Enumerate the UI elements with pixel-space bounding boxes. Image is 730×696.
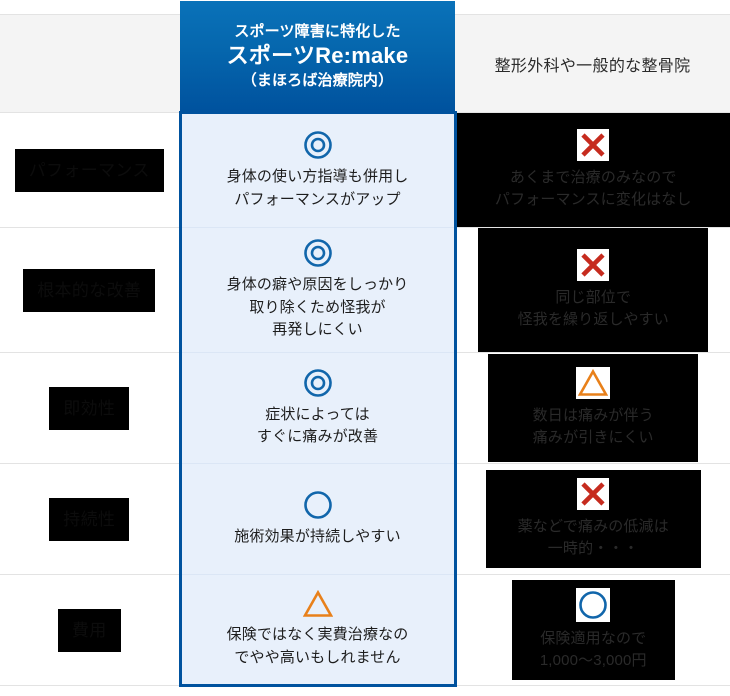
cell-text-line: でやや高いもしれません: [234, 648, 401, 666]
row-label-cell: 即効性: [0, 352, 180, 464]
cell-text: 数日は痛みが伴う痛みが引きにくい: [533, 405, 654, 450]
feature-cell: 身体の使い方指導も併用しパフォーマンスがアップ: [178, 111, 457, 228]
header-cell-other: 整形外科や一般的な整骨院: [455, 14, 730, 113]
double-circle-icon: [303, 238, 333, 268]
cell-text-line: パフォーマンスがアップ: [234, 190, 401, 208]
cell-text-line: あくまで治療のみなので: [509, 168, 677, 186]
other-cell: 同じ部位で怪我を繰り返しやすい: [455, 227, 730, 353]
cell-text-line: 保険ではなく実費治療なの: [226, 626, 409, 643]
feature-cell-content: 施術効果が持続しやすい: [190, 490, 446, 549]
feature-cell: 保険ではなく実費治療なのでやや高いもしれません: [178, 574, 457, 687]
other-cell: あくまで治療のみなのでパフォーマンスに変化はなし: [455, 112, 730, 228]
feature-cell: 施術効果が持続しやすい: [178, 463, 457, 575]
feature-cell-content: 身体の使い方指導も併用しパフォーマンスがアップ: [190, 130, 446, 211]
table-row: 費用 保険ではなく実費治療なのでやや高いもしれません 保険適用なので 1,000〜3,…: [0, 574, 730, 687]
table-row: パフォーマンス 身体の使い方指導も併用しパフォーマンスがアップ あくまで治療のみなの…: [0, 111, 730, 228]
row-label-redacted: 即効性: [49, 386, 130, 430]
triangle-icon: [302, 589, 333, 618]
cell-text: 施術効果が持続しやすい: [234, 526, 401, 549]
cross-icon: [577, 248, 610, 281]
table-row: 根本的な改善 身体の癖や原因をしっかり取り除くため怪我が再発しにくい 同じ部位で怪我…: [0, 227, 730, 353]
feature-header-line1: スポーツ障害に特化した: [234, 22, 401, 40]
row-label-cell: パフォーマンス: [0, 112, 180, 228]
other-cell: 保険適用なので 1,000〜3,000円: [455, 574, 730, 686]
other-cell-redacted-panel: 保険適用なので 1,000〜3,000円: [511, 580, 675, 680]
feature-cell: 身体の癖や原因をしっかり取り除くため怪我が再発しにくい: [178, 227, 457, 353]
cell-text: 身体の使い方指導も併用しパフォーマンスがアップ: [227, 166, 409, 211]
cell-text-line: 保険適用なので: [540, 629, 647, 647]
other-cell-redacted-panel: あくまで治療のみなのでパフォーマンスに変化はなし: [456, 113, 730, 227]
row-label-cell: 費用: [0, 574, 180, 686]
circle-icon: [303, 490, 333, 520]
cell-text: 症状によってはすぐに痛みが改善: [257, 404, 378, 449]
feature-header-banner: スポーツ障害に特化した スポーツRe:make （まほろば治療院内）: [180, 1, 455, 111]
feature-cell-content: 身体の癖や原因をしっかり取り除くため怪我が再発しにくい: [190, 238, 446, 342]
other-cell-holder: 数日は痛みが伴う痛みが引きにくい: [457, 354, 730, 462]
circle-icon: [576, 587, 611, 622]
other-cell-redacted-panel: 数日は痛みが伴う痛みが引きにくい: [488, 354, 699, 462]
other-cell-redacted-panel: 薬などで痛みの低減は一時的・・・: [485, 470, 701, 568]
other-cell-holder: あくまで治療のみなのでパフォーマンスに変化はなし: [456, 113, 730, 227]
cell-text-line: 同じ部位で: [555, 288, 632, 306]
triangle-icon: [576, 366, 611, 399]
cell-text: 身体の癖や原因をしっかり取り除くため怪我が再発しにくい: [227, 274, 409, 342]
cross-icon: [577, 128, 610, 161]
cell-text-line: 痛みが引きにくい: [532, 429, 654, 446]
other-cell-redacted-panel: 同じ部位で怪我を繰り返しやすい: [478, 228, 709, 352]
cell-text: 保険ではなく実費治療なのでやや高いもしれません: [227, 624, 409, 669]
cell-text-line: 一時的・・・: [547, 540, 639, 557]
cell-text-line: 症状によっては: [265, 405, 370, 423]
cell-text-line: 取り除くため怪我が: [249, 298, 386, 316]
cell-text-line: 身体の癖や原因をしっかり: [226, 276, 409, 294]
cell-text: 保険適用なので 1,000〜3,000円: [540, 628, 647, 673]
double-circle-icon: [303, 130, 333, 160]
row-label-redacted: 持続性: [49, 497, 130, 541]
table-body: パフォーマンス 身体の使い方指導も併用しパフォーマンスがアップ あくまで治療のみなの…: [0, 111, 730, 687]
table-header: スポーツ障害に特化した スポーツRe:make （まほろば治療院内） 整形外科や…: [0, 1, 730, 113]
cell-text: 薬などで痛みの低減は一時的・・・: [518, 516, 669, 561]
cell-text-line: 数日は痛みが伴う: [532, 406, 654, 424]
feature-header-line2: スポーツRe:make: [226, 42, 409, 68]
cell-text-line: パフォーマンスに変化はなし: [494, 191, 692, 208]
header-cell-feature: スポーツ障害に特化した スポーツRe:make （まほろば治療院内）: [180, 1, 455, 113]
cell-text-line: 怪我を繰り返しやすい: [517, 311, 669, 328]
cell-text-line: 1,000〜3,000円: [539, 652, 647, 669]
row-label-cell: 根本的な改善: [0, 227, 180, 353]
row-label-redacted: 費用: [57, 608, 121, 652]
header-cell-blank: [0, 14, 180, 113]
cell-text-line: 再発しにくい: [272, 321, 363, 339]
double-circle-icon: [303, 368, 333, 398]
other-cell-holder: 薬などで痛みの低減は一時的・・・: [457, 470, 730, 568]
table-row: 即効性 症状によってはすぐに痛みが改善 数日は痛みが伴う痛みが引きにくい: [0, 352, 730, 464]
cross-icon: [577, 477, 610, 510]
row-label-cell: 持続性: [0, 463, 180, 575]
cell-text-line: 身体の使い方指導も併用し: [226, 168, 409, 185]
row-label-redacted: 根本的な改善: [23, 268, 156, 312]
feature-cell-content: 保険ではなく実費治療なのでやや高いもしれません: [190, 589, 446, 669]
feature-header-line3: （まほろば治療院内）: [241, 72, 394, 90]
row-label-redacted: パフォーマンス: [14, 148, 164, 192]
cell-text: あくまで治療のみなのでパフォーマンスに変化はなし: [495, 167, 692, 212]
cell-text-line: 薬などで痛みの低減は: [517, 517, 669, 535]
other-cell: 薬などで痛みの低減は一時的・・・: [455, 463, 730, 575]
feature-cell-content: 症状によってはすぐに痛みが改善: [190, 368, 446, 449]
other-cell-holder: 保険適用なので 1,000〜3,000円: [457, 580, 730, 680]
other-cell-holder: 同じ部位で怪我を繰り返しやすい: [457, 228, 730, 352]
cell-text-line: 施術効果が持続しやすい: [234, 527, 401, 545]
other-cell: 数日は痛みが伴う痛みが引きにくい: [455, 352, 730, 464]
cell-text-line: すぐに痛みが改善: [256, 428, 379, 445]
header-row: スポーツ障害に特化した スポーツRe:make （まほろば治療院内） 整形外科や…: [0, 1, 730, 113]
cell-text: 同じ部位で怪我を繰り返しやすい: [518, 287, 669, 332]
feature-cell: 症状によってはすぐに痛みが改善: [178, 352, 457, 464]
table-row: 持続性施術効果が持続しやすい 薬などで痛みの低減は一時的・・・: [0, 463, 730, 575]
